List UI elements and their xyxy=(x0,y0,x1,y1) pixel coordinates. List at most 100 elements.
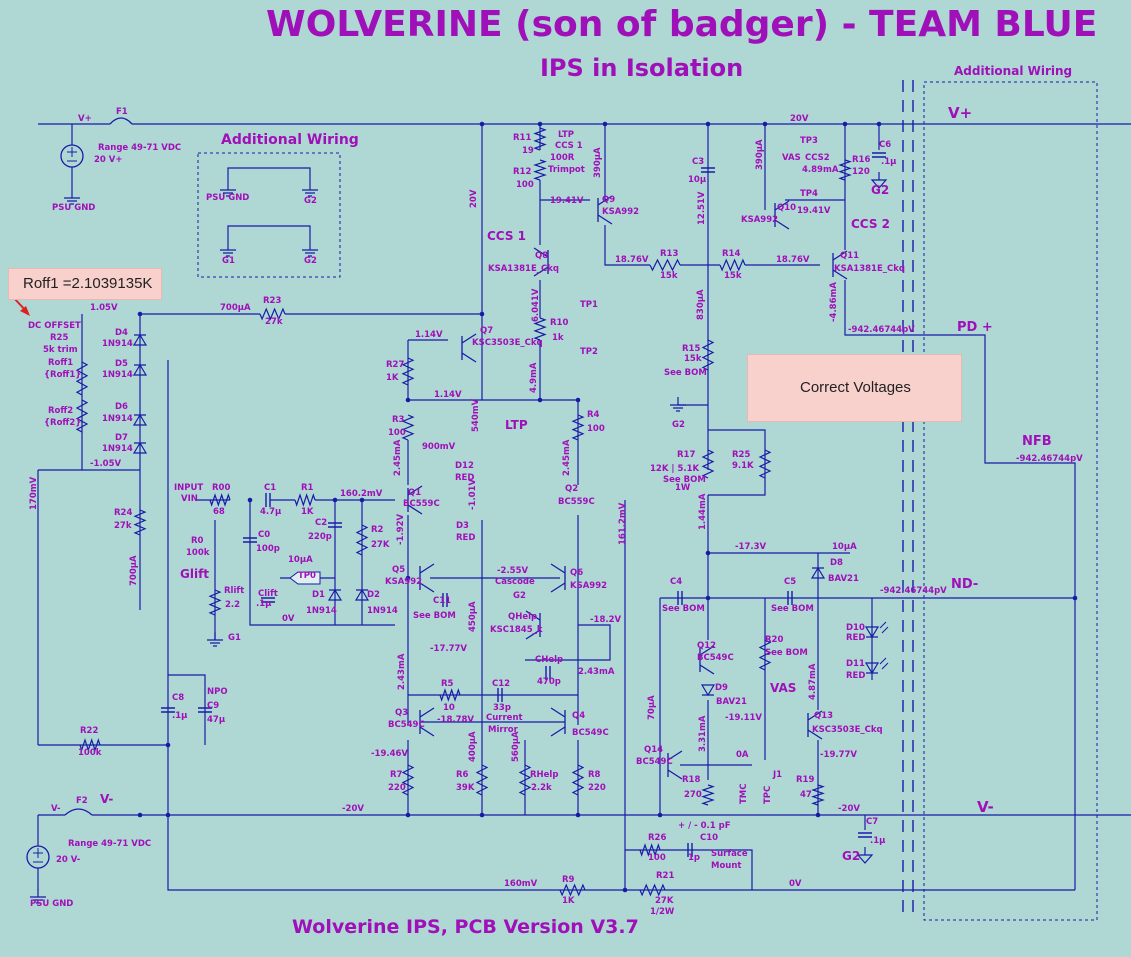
label-r25a: R25 xyxy=(50,333,68,343)
label-r13v: 15k xyxy=(660,271,678,281)
label-dcoff: DC OFFSET xyxy=(28,321,81,331)
wire xyxy=(625,849,753,890)
schematic-subtitle: IPS in Isolation xyxy=(540,54,744,82)
label-r18: R18 xyxy=(682,775,700,785)
ground-symbol xyxy=(302,182,318,197)
label-c6v: .1µ xyxy=(881,157,896,167)
label-d2v: 1N914 xyxy=(367,606,398,616)
label-d7v: 1N914 xyxy=(102,444,133,454)
label-bc549a: BC549C xyxy=(388,720,425,730)
label-r9: R9 xyxy=(562,875,575,885)
resistor-symbol xyxy=(133,509,147,536)
label-chelp: CHelp xyxy=(535,655,563,665)
label-r17c: 1W xyxy=(675,483,691,493)
label-d7: D7 xyxy=(115,433,128,443)
label-q6: Q6 xyxy=(570,568,583,578)
diode-symbol xyxy=(132,441,148,454)
label-q4: Q4 xyxy=(572,711,585,721)
label-v604: 6.041V xyxy=(531,288,541,322)
label-r7: R7 xyxy=(390,770,403,780)
resistor-symbol xyxy=(533,159,547,181)
label-psu2: PSU GND xyxy=(30,899,73,909)
transistor-symbol xyxy=(807,710,823,740)
junction-dot xyxy=(762,121,768,127)
label-roff1: Roff1 xyxy=(48,358,73,368)
label-r5: R5 xyxy=(441,679,454,689)
resistor-symbol xyxy=(701,784,715,806)
label-v1941b: 19.41V xyxy=(797,206,831,216)
label-range1: Range 49-71 VDC xyxy=(98,143,181,153)
label-r1: R1 xyxy=(301,483,314,493)
label-i331: 3.31mA xyxy=(698,715,708,752)
roff1-note-text: Roff1 =2.1039135K xyxy=(23,275,153,292)
junction-dot xyxy=(405,575,411,581)
label-g2_w: G2 xyxy=(304,196,317,206)
resistor-symbol xyxy=(75,361,89,396)
label-i486: -4.86mA xyxy=(829,282,839,322)
transistor-symbol xyxy=(667,750,683,780)
label-i700a: 700µA xyxy=(220,303,251,313)
label-npo: NPO xyxy=(207,687,228,697)
diode-symbol xyxy=(354,588,370,601)
wire xyxy=(227,225,311,242)
label-r10v: 1k xyxy=(552,333,564,343)
capacitor-symbol xyxy=(858,832,872,838)
capacitor-symbol xyxy=(198,707,212,713)
label-r17b: See BOM xyxy=(663,475,706,485)
resistor-symbol xyxy=(533,127,547,151)
junction-dot xyxy=(479,311,485,317)
junction-dot xyxy=(575,812,581,818)
label-q2: Q2 xyxy=(565,484,578,494)
label-i830: 830µA xyxy=(696,289,706,320)
label-v20m: -20V xyxy=(342,804,364,814)
junction-dot xyxy=(405,812,411,818)
label-v114a: 1.14V xyxy=(415,330,443,340)
diode-symbol xyxy=(132,413,148,426)
ground-symbol xyxy=(220,242,236,257)
wire xyxy=(227,167,311,182)
junction-dot xyxy=(537,121,543,127)
label-aw2: Additional Wiring xyxy=(954,64,1072,78)
label-g2a: G2 xyxy=(871,183,889,197)
ground-symbol xyxy=(670,397,686,412)
label-i450: 450µA xyxy=(468,601,478,632)
transistor-symbol xyxy=(419,563,435,593)
label-r27: R27 xyxy=(386,360,404,370)
label-c9: C9 xyxy=(207,701,219,711)
nfb-label: NFB xyxy=(1022,434,1052,449)
footer-version: Wolverine IPS, PCB Version V3.7 xyxy=(292,916,639,938)
resistor-symbol xyxy=(639,843,661,857)
label-r6v: 39K xyxy=(456,783,475,793)
label-i70: 70µA xyxy=(647,695,657,720)
label-v1911: -19.11V xyxy=(725,713,762,723)
label-ksa992c: KSA992 xyxy=(385,577,422,587)
transistor-symbol xyxy=(550,707,566,737)
label-clift: Clift xyxy=(258,589,278,599)
transistor-symbol xyxy=(407,485,423,515)
label-q5: Q5 xyxy=(392,565,405,575)
label-src2: 20 V- xyxy=(56,855,81,865)
label-r7v: 220 xyxy=(388,783,406,793)
label-bc549b: BC549C xyxy=(572,728,609,738)
label-r3v: 100 xyxy=(388,428,406,438)
label-i245a: 2.45mA xyxy=(393,439,403,476)
label-r23v: 27k xyxy=(265,317,283,327)
wire xyxy=(168,674,206,745)
label-vm_src: V- xyxy=(51,804,61,814)
label-i390b: 390µA xyxy=(755,139,765,170)
label-ccs2b: CCS2 xyxy=(805,153,830,163)
label-d10v: RED xyxy=(846,633,865,643)
label-d4v: 1N914 xyxy=(102,339,133,349)
label-c2v: 220p xyxy=(308,532,332,542)
label-chelpv: 470p xyxy=(537,677,561,687)
label-i540: 540mV xyxy=(471,398,481,432)
label-r3: R3 xyxy=(392,415,405,425)
label-g2_w2: G2 xyxy=(304,256,317,266)
label-ltp2: LTP xyxy=(505,418,528,432)
label-v942a: -942.46744pV xyxy=(848,325,915,335)
resistor-symbol xyxy=(719,258,746,272)
junction-dot xyxy=(332,497,338,503)
resistor-symbol xyxy=(639,883,666,897)
label-r5v: 10 xyxy=(443,703,455,713)
